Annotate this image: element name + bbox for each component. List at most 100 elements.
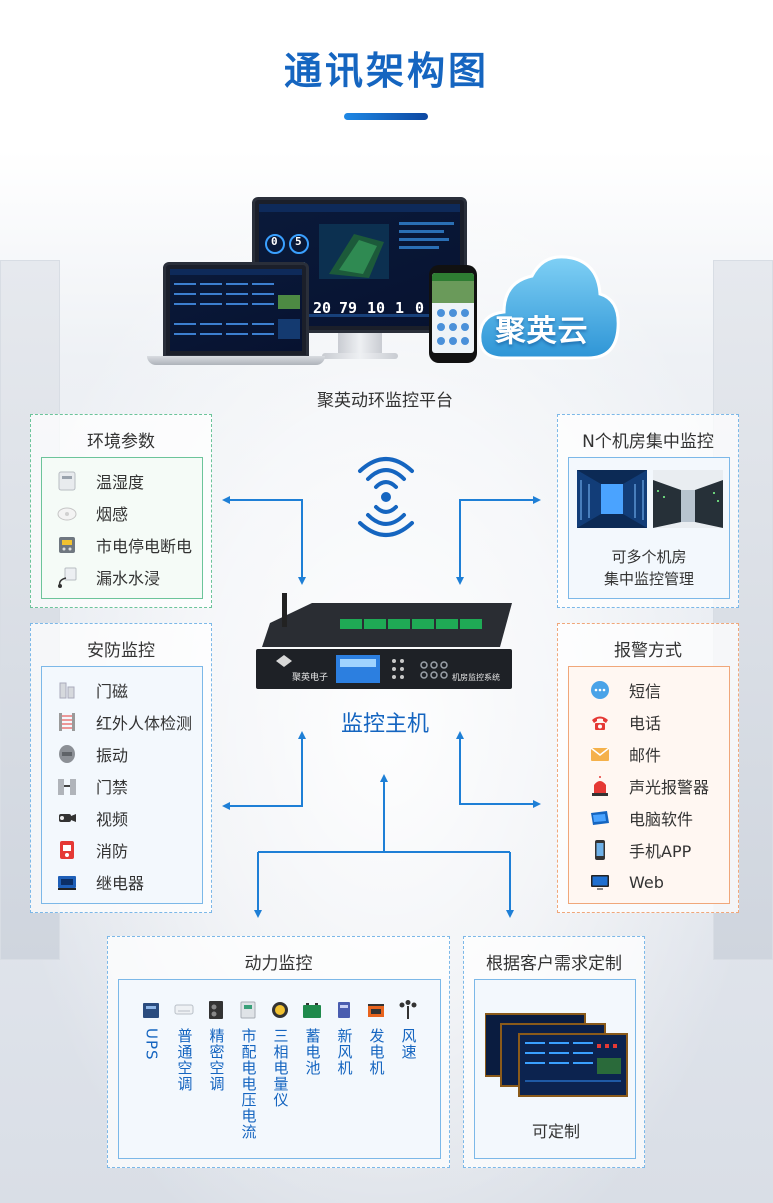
- env-item-power-outage: 市电停电断电: [56, 531, 192, 559]
- power-item-fresh-air: 新风机: [333, 1000, 355, 1076]
- alarm-item-label: 手机APP: [629, 842, 692, 861]
- security-item-vibration: 振动: [56, 740, 128, 768]
- alarm-item-label: 电脑软件: [629, 810, 694, 829]
- sms-icon: [589, 679, 611, 701]
- security-item-label: 红外人体检测: [96, 714, 193, 733]
- laptop-dashboard: [170, 269, 302, 339]
- pc-software-icon: [589, 807, 611, 829]
- env-item-water-leak: 漏水水浸: [56, 563, 160, 591]
- power-item-label: 三相电量仪: [271, 1028, 290, 1108]
- alarm-item-siren: 声光报警器: [589, 772, 709, 800]
- alarm-item-app: 手机APP: [589, 836, 691, 864]
- mail-icon: [589, 743, 611, 765]
- security-item-infrared: 红外人体检测: [56, 708, 192, 736]
- access-control-icon: [56, 775, 78, 797]
- alarm-panel: 报警方式 短信 电话 邮件 声光报警器 电脑软件 手机APP Web: [557, 623, 739, 913]
- alarm-item-label: 短信: [629, 682, 662, 701]
- env-item-label: 温湿度: [96, 473, 145, 492]
- battery-icon: [303, 1003, 321, 1018]
- power-item-precision-ac: 精密空调: [205, 1000, 227, 1092]
- env-panel: 环境参数 温湿度 烟感 市电停电断电 漏水水浸: [30, 414, 212, 608]
- security-item-label: 门禁: [96, 778, 129, 797]
- env-list: 温湿度 烟感 市电停电断电 漏水水浸: [41, 457, 203, 599]
- alarm-item-label: 电话: [629, 714, 662, 733]
- alarm-item-pc: 电脑软件: [589, 804, 693, 832]
- env-item-label: 市电停电断电: [96, 537, 193, 556]
- monitor-stand: [338, 333, 382, 355]
- host-brand: 聚英电子: [292, 673, 329, 683]
- dashboard-value: 1: [395, 299, 405, 317]
- rooms-title: N个机房集中监控: [582, 432, 714, 452]
- power-item-ac: 普通空调: [173, 1000, 195, 1092]
- custom-label: 可定制: [531, 1122, 580, 1141]
- phone-icon: [589, 711, 611, 733]
- dashboard-value: 79: [339, 299, 358, 317]
- power-item-label: 普通空调: [175, 1028, 194, 1092]
- power-item-ups: UPS: [140, 1000, 162, 1061]
- security-item-label: 视频: [96, 810, 129, 829]
- dashboard-value: 20: [313, 299, 332, 317]
- power-item-label: 精密空调: [207, 1028, 226, 1092]
- alarm-item-phone: 电话: [589, 708, 661, 736]
- power-item-label: 发电机: [367, 1028, 386, 1076]
- server-room-photo: [653, 470, 723, 528]
- alarm-list: 短信 电话 邮件 声光报警器 电脑软件 手机APP Web: [568, 666, 730, 904]
- power-item-generator: 发电机: [365, 1000, 387, 1076]
- title-underline: [344, 113, 428, 120]
- laptop-screen: [163, 262, 309, 358]
- alarm-title: 报警方式: [614, 641, 682, 661]
- power-item-label: 新风机: [335, 1028, 354, 1076]
- alarm-item-label: 邮件: [629, 746, 662, 765]
- security-panel: 安防监控 门磁 红外人体检测 振动 门禁 视频 消防 继电器: [30, 623, 212, 913]
- infrared-detector-icon: [56, 711, 78, 733]
- gauge-value: 0: [271, 235, 278, 248]
- water-leak-sensor-icon: [56, 566, 78, 588]
- host-device-image: [256, 593, 512, 689]
- generator-icon: [368, 1004, 384, 1017]
- mobile-app-icon: [589, 839, 611, 861]
- custom-content: [474, 979, 636, 1159]
- security-item-fire: 消防: [56, 836, 128, 864]
- custom-title: 根据客户需求定制: [486, 954, 622, 974]
- env-item-label: 漏水水浸: [96, 569, 161, 588]
- power-item-label: 蓄电池: [303, 1028, 322, 1076]
- air-conditioner-icon: [174, 1004, 194, 1015]
- phone-app-screen: [432, 273, 474, 345]
- power-item-label: 市配电电压电流: [239, 1028, 258, 1140]
- alarm-item-web: Web: [589, 868, 664, 896]
- web-icon: [589, 871, 611, 893]
- three-phase-meter-icon: [272, 1002, 288, 1018]
- wifi-icon: [358, 457, 414, 537]
- custom-panel: 根据客户需求定制: [463, 936, 645, 1168]
- cloud-icon: [478, 255, 620, 360]
- fire-alarm-icon: [56, 839, 78, 861]
- rooms-panel: N个机房集中监控 可多个机房 集中监控管理: [557, 414, 739, 608]
- security-list: 门磁 红外人体检测 振动 门禁 视频 消防 继电器: [41, 666, 203, 904]
- alarm-item-label: 声光报警器: [629, 778, 710, 797]
- power-item-label: UPS: [142, 1028, 161, 1061]
- smoke-detector-icon: [56, 502, 78, 524]
- mobile-phone: [429, 265, 477, 363]
- precision-ac-icon: [209, 1001, 223, 1019]
- rooms-content: 可多个机房 集中监控管理: [568, 457, 730, 599]
- temperature-humidity-sensor-icon: [56, 470, 78, 492]
- security-item-label: 振动: [96, 746, 129, 765]
- siren-icon: [589, 775, 611, 797]
- env-item-smoke: 烟感: [56, 499, 128, 527]
- host-system-label: 机房监控系统: [452, 673, 500, 682]
- dashboard-value: 0: [415, 299, 425, 317]
- security-item-label: 继电器: [96, 874, 145, 893]
- ups-icon: [143, 1003, 159, 1018]
- power-item-anemometer: 风速: [397, 1000, 419, 1060]
- env-item-temperature: 温湿度: [56, 467, 144, 495]
- security-item-label: 消防: [96, 842, 129, 861]
- env-title: 环境参数: [87, 432, 155, 452]
- env-item-label: 烟感: [96, 505, 129, 524]
- alarm-item-label: Web: [629, 872, 664, 892]
- security-item-label: 门磁: [96, 682, 129, 701]
- vibration-sensor-icon: [56, 743, 78, 765]
- video-camera-icon: [56, 807, 78, 829]
- security-item-door-magnet: 门磁: [56, 676, 128, 704]
- power-outage-sensor-icon: [56, 534, 78, 556]
- power-item-battery: 蓄电池: [301, 1000, 323, 1076]
